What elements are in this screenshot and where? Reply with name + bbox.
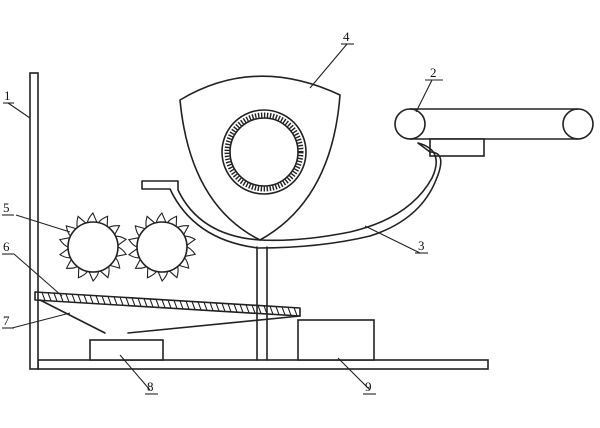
label-3: 3 xyxy=(418,238,425,253)
collecting-hopper xyxy=(39,299,301,334)
guide-trough xyxy=(141,142,442,249)
crushing-roller-left xyxy=(58,211,128,283)
label-4: 4 xyxy=(343,29,350,44)
label-6: 6 xyxy=(3,239,10,254)
base-plate xyxy=(37,359,489,370)
screen-plate xyxy=(34,291,301,317)
label-8: 8 xyxy=(147,379,154,394)
crushing-roller-right xyxy=(127,211,197,283)
label-5: 5 xyxy=(3,200,10,215)
label-7: 7 xyxy=(3,313,10,328)
support-column xyxy=(256,246,268,361)
belt-conveyor xyxy=(394,108,594,157)
collection-box-9 xyxy=(297,319,375,361)
leader-lines xyxy=(2,43,443,395)
collection-box-8 xyxy=(89,339,164,361)
grinding-drum xyxy=(221,109,307,195)
label-9: 9 xyxy=(365,379,372,394)
crusher-housing xyxy=(179,75,341,241)
label-1: 1 xyxy=(4,88,11,103)
label-2: 2 xyxy=(430,65,437,80)
